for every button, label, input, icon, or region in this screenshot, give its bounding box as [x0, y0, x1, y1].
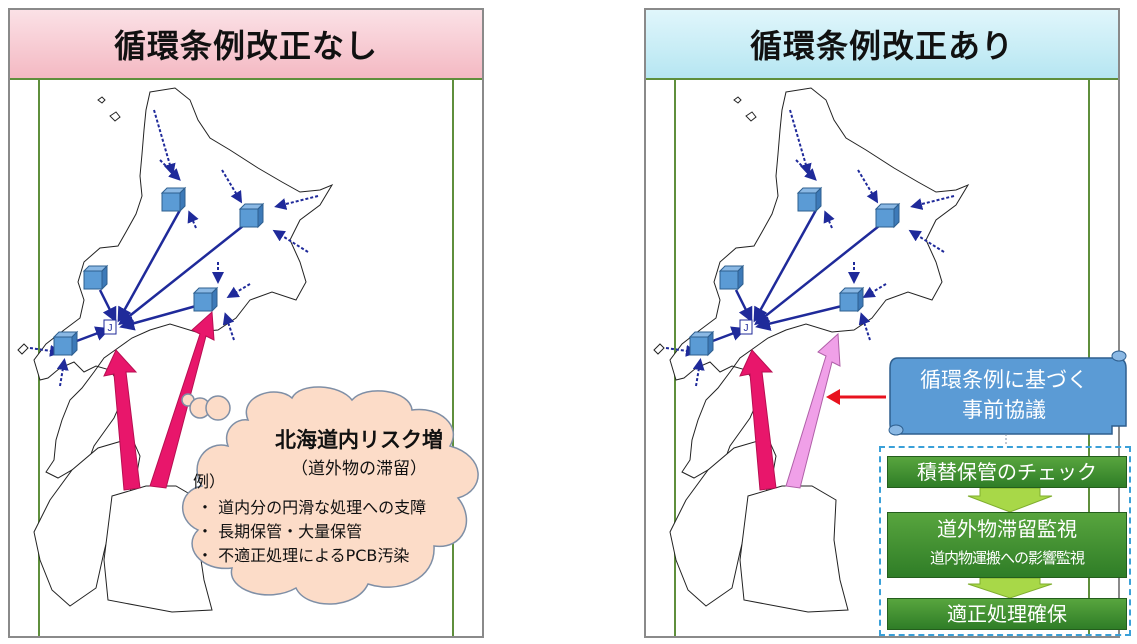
flow-step-storage-check: 積替保管のチェック [887, 456, 1127, 488]
storage-cube [689, 331, 714, 356]
right-panel-title: 循環条例改正あり [646, 10, 1118, 80]
storage-cube [239, 203, 264, 228]
storage-cube [719, 265, 744, 290]
red-arrow [826, 389, 886, 405]
inflow-arrow-thick [739, 349, 777, 491]
storage-cube [161, 187, 186, 212]
storage-cube [83, 265, 108, 290]
station-marker [739, 319, 753, 335]
flow-step-monitoring-line1: 道外物滞留監視 [937, 517, 1077, 541]
left-map: J [17, 87, 479, 613]
inflow-arrow-thick [103, 349, 141, 491]
flow-step-proper-treatment: 適正処理確保 [887, 598, 1127, 630]
inflow-arrow-reduced [785, 332, 841, 489]
storage-cube [797, 187, 822, 212]
prior-consultation-scroll [888, 350, 1127, 446]
flow-step-monitoring-line2: 道内物運搬への影響監視 [929, 549, 1085, 567]
left-panel-title: 循環条例改正なし [10, 10, 482, 80]
cloud-item: ・ 不適正処理によるPCB汚染 [197, 546, 410, 565]
cloud-title: 北海道内リスク増 [275, 428, 443, 452]
scroll-text: 循環条例に基づく 事前協議 [894, 365, 1114, 425]
storage-cube [839, 287, 864, 312]
cloud-item: ・ 道内分の円滑な処理への支障 [197, 498, 427, 517]
station-marker [103, 319, 117, 335]
flow-down-arrow [967, 577, 1053, 599]
risk-cloud [181, 386, 479, 605]
cloud-subtitle: （道外物の滞留） [291, 459, 427, 479]
cloud-example-label: 例） [193, 472, 226, 491]
storage-cube [193, 287, 218, 312]
station-label: J [108, 323, 113, 334]
scroll-line: 循環条例に基づく [920, 368, 1088, 392]
right-map: J [653, 87, 969, 613]
storage-cube [53, 331, 78, 356]
flow-down-arrow [967, 487, 1053, 513]
flow-step-monitoring: 道外物滞留監視 道内物運搬への影響監視 [887, 512, 1127, 578]
station-label: J [744, 323, 749, 334]
flow-frame [879, 446, 1131, 636]
scroll-line: 事前協議 [962, 398, 1046, 422]
cloud-item: ・ 長期保管・大量保管 [197, 522, 363, 541]
storage-cube [875, 203, 900, 228]
